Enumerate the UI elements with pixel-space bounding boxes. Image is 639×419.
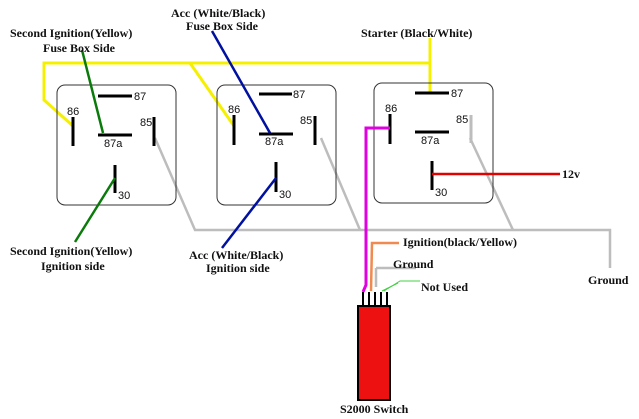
label-second-ignition-fuse-1: Second Ignition(Yellow) xyxy=(10,26,132,40)
yellow-wire xyxy=(42,38,432,128)
orange-ignition-wire xyxy=(369,241,399,292)
gray-ground-wire xyxy=(153,137,612,287)
label-acc-fuse-2: Fuse Box Side xyxy=(186,19,259,33)
relay-3-pin-87: 87 xyxy=(451,88,463,100)
switch-pins xyxy=(362,292,388,306)
magenta-wire xyxy=(361,126,390,293)
relay-1-pin-87a: 87a xyxy=(104,138,123,150)
blue-wire xyxy=(210,30,277,249)
relay-1-pin-85: 85 xyxy=(140,117,152,129)
relay-3-pin-86: 86 xyxy=(385,103,397,115)
label-not-used: Not Used xyxy=(421,280,468,294)
relay-3-terminals: 86 87 87a 85 30 xyxy=(385,88,473,199)
label-acc-ign-2: Ignition side xyxy=(206,261,270,275)
s2000-switch-body xyxy=(357,305,391,401)
relay-1-box xyxy=(56,84,177,206)
label-second-ignition-ign-1: Second Ignition(Yellow) xyxy=(10,244,132,258)
label-second-ignition-fuse-2: Fuse Box Side xyxy=(43,41,116,55)
relay-3-pin-30: 30 xyxy=(435,187,447,199)
label-ground-switch: Ground xyxy=(393,257,434,271)
relay-2-pin-85: 85 xyxy=(300,115,312,127)
relay-1-pin-86: 86 xyxy=(67,106,79,118)
relay-3-pin-87a: 87a xyxy=(421,135,440,147)
relay-3-pin-85: 85 xyxy=(456,114,468,126)
not-used-wire xyxy=(383,280,420,292)
relay-2-box xyxy=(216,84,337,206)
label-ignition-black-yellow: Ignition(black/Yellow) xyxy=(403,235,517,249)
label-acc-ign-1: Acc (White/Black) xyxy=(189,248,283,262)
label-ground-right: Ground xyxy=(588,273,629,287)
label-second-ignition-ign-2: Ignition side xyxy=(41,259,105,273)
relay-2-pin-87a: 87a xyxy=(265,136,284,148)
relay-3-box xyxy=(373,82,494,204)
relay-1-pin-87: 87 xyxy=(134,91,146,103)
green-wire xyxy=(73,49,117,243)
label-12v: 12v xyxy=(562,167,580,181)
label-s2000-switch: S2000 Switch xyxy=(340,402,409,416)
relay-2-pin-30: 30 xyxy=(279,189,291,201)
relay-2-terminals: 86 87 87a 85 30 xyxy=(228,89,317,201)
relay-2-pin-86: 86 xyxy=(228,104,240,116)
relay-1-pin-30: 30 xyxy=(118,190,130,202)
label-starter: Starter (Black/White) xyxy=(361,26,472,40)
relay-2-pin-87: 87 xyxy=(293,89,305,101)
label-acc-fuse-1: Acc (White/Black) xyxy=(171,6,265,20)
